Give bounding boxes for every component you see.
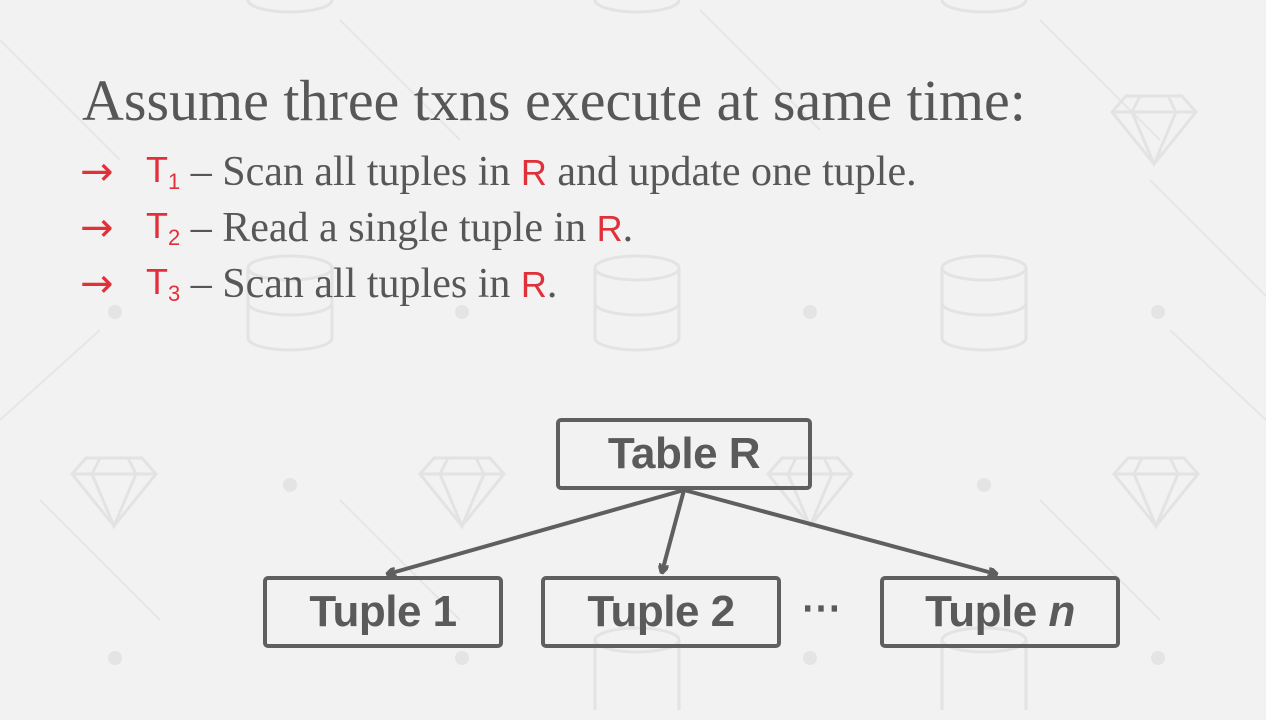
edge-table-tuple1 (388, 488, 685, 574)
slide-title: Assume three txns execute at same time: (82, 68, 1026, 133)
bullet-txn-1: → T1 – Scan all tuples in R and update o… (80, 144, 917, 200)
relation-name: R (520, 152, 547, 193)
diamond-icon (1110, 94, 1198, 168)
arrow-icon: → (80, 261, 114, 307)
edge-table-tuplen (683, 488, 996, 574)
bullet-text: – Scan all tuples in R and update one tu… (180, 149, 917, 195)
txn-label: T2 (146, 205, 181, 250)
tuple-node-n: Tuple n (880, 576, 1120, 648)
txn-list: → T1 – Scan all tuples in R and update o… (80, 144, 917, 312)
bullet-txn-3: → T3 – Scan all tuples in R. (80, 256, 917, 312)
edge-table-tuple2 (662, 489, 686, 572)
table-node: Table R (556, 418, 812, 490)
relation-name: R (596, 208, 623, 249)
txn-label: T3 (146, 261, 181, 306)
ellipsis: ⋯ (801, 586, 841, 630)
bullet-txn-2: → T2 – Read a single tuple in R. (80, 200, 917, 256)
arrow-icon: → (80, 205, 114, 251)
tuple-node-1: Tuple 1 (263, 576, 503, 648)
relation-name: R (520, 264, 547, 305)
tuple-node-2: Tuple 2 (541, 576, 781, 648)
bullet-text: – Read a single tuple in R. (180, 205, 634, 251)
arrow-icon: → (80, 149, 114, 195)
database-icon (246, 254, 334, 352)
bullet-text: – Scan all tuples in R. (180, 261, 558, 307)
txn-label: T1 (146, 149, 181, 194)
